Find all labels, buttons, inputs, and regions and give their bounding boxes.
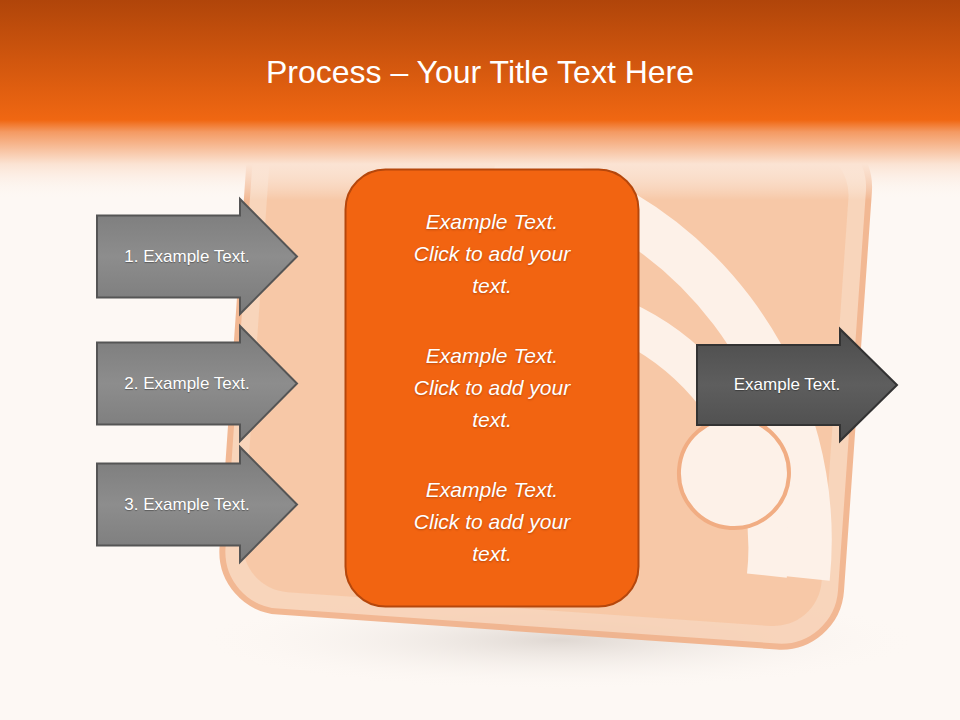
arrow-label: 3. Example Text. [124, 495, 249, 515]
arrow-label: 2. Example Text. [124, 374, 249, 394]
rounded-box [346, 170, 639, 607]
arrow-polygon [97, 326, 297, 441]
box-text: Example Text. Click to add your text. [412, 340, 572, 436]
arrow-shape: 1. Example Text. [96, 198, 298, 315]
arrow-shape: 3. Example Text. [96, 446, 298, 563]
arrow-polygon [697, 329, 897, 441]
arrow-shape: Example Text. [696, 328, 898, 442]
arrow-polygon [97, 447, 297, 562]
slide-title: Process – Your Title Text Here [0, 54, 960, 91]
process-box: Example Text. Click to add your text. Exa… [344, 168, 640, 608]
arrow-label: Example Text. [734, 375, 840, 395]
arrow-label: 1. Example Text. [124, 247, 249, 267]
arrow-shape: 2. Example Text. [96, 325, 298, 442]
arrow-polygon [97, 199, 297, 314]
box-text: Example Text. Click to add your text. [412, 474, 572, 570]
box-text: Example Text. Click to add your text. [412, 206, 572, 302]
